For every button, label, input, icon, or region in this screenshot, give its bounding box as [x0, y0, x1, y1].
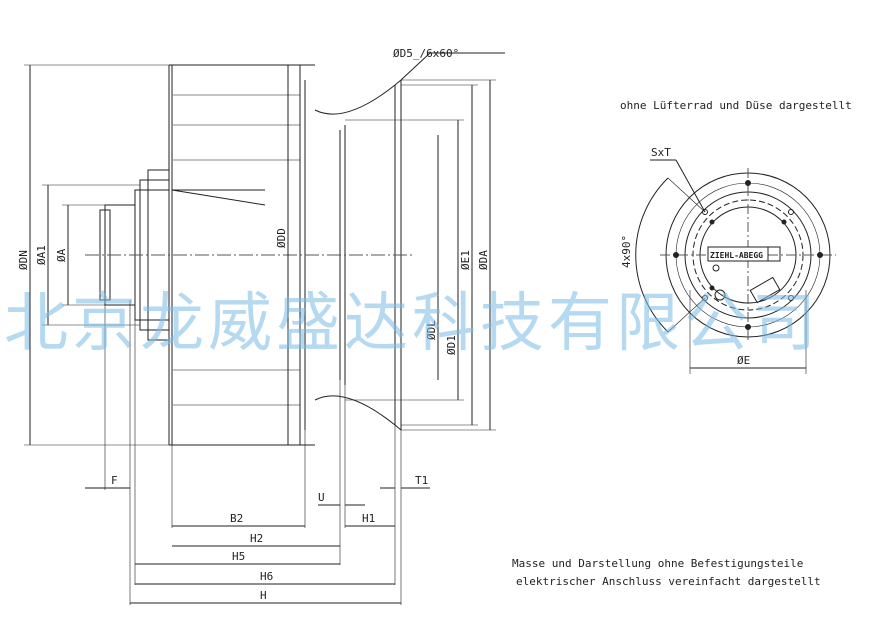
label-f: F: [111, 474, 118, 487]
label-d5: ØD5_/6x60°: [393, 47, 459, 60]
notes: Masse und Darstellung ohne Befestigungst…: [512, 557, 821, 588]
side-view-labels: ØD5_/6x60° ØDN ØA1 ØA ØDD ØDL ØD1 ØE1 ØD…: [17, 47, 490, 602]
label-d1: ØD1: [445, 335, 458, 355]
label-sxt: SxT: [651, 146, 671, 159]
view-caption: ohne Lüfterrad und Düse dargestellt: [620, 99, 852, 112]
ziehl-abegg-logo: ZIEHL-ABEGG: [710, 251, 763, 260]
label-e1: ØE1: [459, 250, 472, 270]
front-view: [635, 159, 836, 374]
label-dl: ØDL: [425, 320, 438, 340]
label-h1: H1: [362, 512, 375, 525]
label-b2: B2: [230, 512, 243, 525]
side-view: [24, 52, 505, 605]
front-view-labels: ohne Lüfterrad und Düse dargestellt SxT …: [620, 99, 852, 367]
label-t1: T1: [415, 474, 428, 487]
label-a1: ØA1: [35, 245, 48, 265]
note-line-1: Masse und Darstellung ohne Befestigungst…: [512, 557, 803, 570]
label-da: ØDA: [477, 250, 490, 270]
label-h: H: [260, 589, 267, 602]
note-line-2: elektrischer Anschluss vereinfacht darge…: [516, 575, 821, 588]
label-a: ØA: [55, 248, 68, 262]
label-angle: 4x90°: [620, 235, 633, 268]
label-dn: ØDN: [17, 250, 30, 270]
label-h6: H6: [260, 570, 273, 583]
label-h2: H2: [250, 532, 263, 545]
label-u: U: [318, 491, 325, 504]
label-e: ØE: [737, 354, 750, 367]
label-dd: ØDD: [275, 228, 288, 248]
label-h5: H5: [232, 550, 245, 563]
